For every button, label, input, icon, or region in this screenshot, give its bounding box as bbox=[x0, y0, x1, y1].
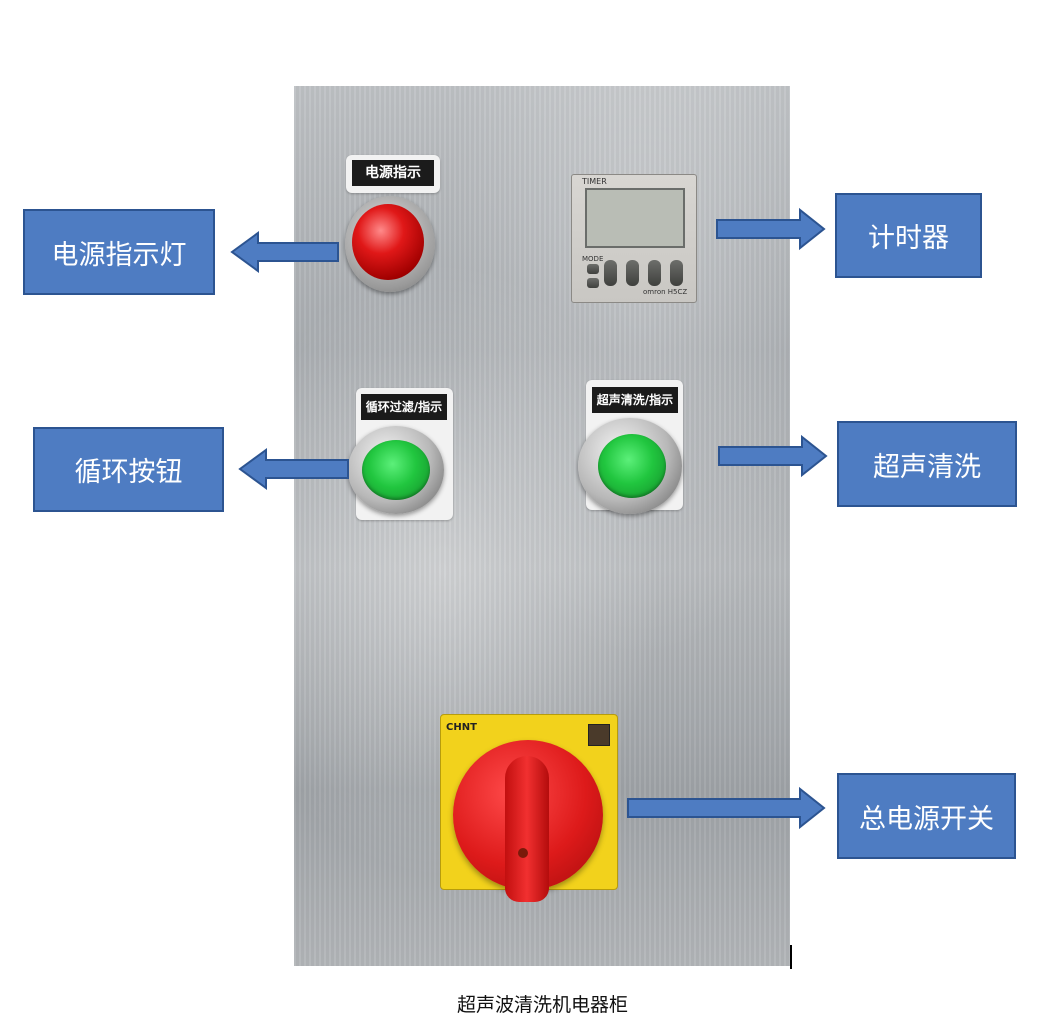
callout-power-lamp: 电源指示灯 bbox=[23, 209, 215, 295]
callout-cycle-button: 循环按钮 bbox=[33, 427, 224, 512]
power-lamp-arrow bbox=[230, 231, 339, 273]
power-indicator-label: 电源指示 bbox=[352, 160, 434, 186]
callout-timer: 计时器 bbox=[835, 193, 982, 278]
handle-screw bbox=[518, 848, 528, 858]
main-switch-arrow bbox=[627, 786, 826, 830]
main-switch-brand: CHNT bbox=[446, 722, 477, 733]
timer-digit-key-4[interactable] bbox=[670, 260, 683, 286]
timer-arrow bbox=[716, 207, 826, 251]
main-switch-indicator-window bbox=[588, 724, 610, 746]
cycle-button-arrow bbox=[238, 448, 349, 490]
timer-digit-key-2[interactable] bbox=[626, 260, 639, 286]
timer-mode-key[interactable] bbox=[587, 264, 599, 274]
timer-mode-label: MODE bbox=[582, 255, 604, 263]
figure-caption: 超声波清洗机电器柜 bbox=[456, 994, 628, 1016]
cycle-filter-button[interactable] bbox=[362, 440, 430, 500]
timer-reset-key[interactable] bbox=[587, 278, 599, 288]
ultrasonic-clean-button[interactable] bbox=[598, 434, 666, 498]
power-indicator-lamp bbox=[352, 204, 424, 280]
panel-edge-line bbox=[790, 945, 792, 969]
ultrasonic-label: 超声清洗/指示 bbox=[592, 387, 678, 413]
timer-digit-key-3[interactable] bbox=[648, 260, 661, 286]
timer-brand: omron H5CZ bbox=[643, 288, 688, 296]
cycle-filter-label: 循环过滤/指示 bbox=[361, 394, 447, 420]
timer-title: TIMER bbox=[582, 177, 607, 186]
timer-display bbox=[585, 188, 685, 248]
callout-ultrasonic: 超声清洗 bbox=[837, 421, 1017, 507]
timer-digit-key-1[interactable] bbox=[604, 260, 617, 286]
main-power-switch-handle[interactable] bbox=[505, 756, 549, 902]
callout-main-switch: 总电源开关 bbox=[837, 773, 1016, 859]
ultrasonic-arrow bbox=[718, 434, 828, 478]
